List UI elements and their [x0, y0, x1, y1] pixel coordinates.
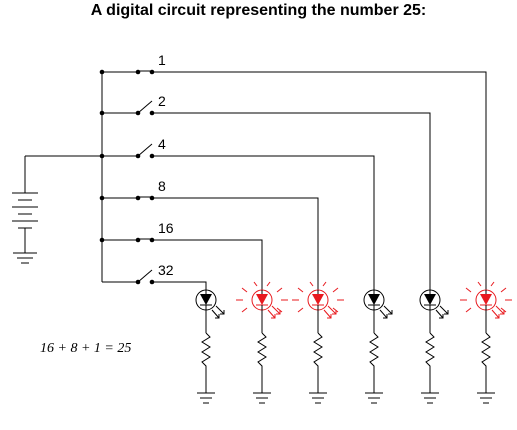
ground-icon: [197, 392, 215, 404]
led-group: [195, 281, 512, 404]
resistor-icon: [425, 332, 435, 393]
led-2-icon: [419, 289, 449, 404]
switch-8-wire: [152, 197, 319, 290]
led-8-icon: [292, 281, 344, 404]
led-4-icon: [363, 289, 393, 404]
switch-32-icon: 32: [102, 262, 207, 290]
resistor-icon: [201, 332, 211, 393]
resistor-icon: [369, 332, 379, 393]
led-16-icon: [236, 281, 288, 404]
ground-icon: [253, 392, 271, 404]
diagram-title: A digital circuit representing the numbe…: [90, 2, 427, 19]
switch-label-16: 16: [158, 220, 174, 236]
sum-equation: 16 + 8 + 1 = 25: [40, 341, 131, 356]
switch-32-wire: [152, 281, 207, 290]
ground-icon: [13, 252, 37, 264]
switch-1-icon: 1: [99, 52, 487, 290]
resistor-icon: [313, 332, 323, 393]
switch-label-1: 1: [158, 52, 166, 68]
resistor-icon: [257, 332, 267, 393]
battery-icon: [12, 156, 38, 253]
switch-4-icon: 4: [99, 136, 375, 290]
ground-icon: [421, 392, 439, 404]
ground-icon: [477, 392, 495, 404]
switch-4-wire: [152, 155, 375, 290]
switch-label-4: 4: [158, 136, 166, 152]
resistor-icon: [481, 332, 491, 393]
ground-icon: [365, 392, 383, 404]
switch-group: 1 2 4 8 16 32: [99, 52, 487, 290]
switch-16-wire: [152, 239, 263, 290]
switch-1-wire: [152, 71, 487, 290]
switch-label-8: 8: [158, 178, 166, 194]
switch-label-32: 32: [158, 262, 174, 278]
ground-icon: [309, 392, 327, 404]
switch-2-icon: 2: [99, 93, 431, 290]
switch-8-icon: 8: [99, 178, 319, 290]
led-32-icon: [195, 289, 225, 404]
switch-label-2: 2: [158, 93, 166, 109]
led-1-icon: [460, 281, 512, 404]
switch-16-icon: 16: [99, 220, 263, 290]
switch-2-wire: [152, 112, 431, 290]
